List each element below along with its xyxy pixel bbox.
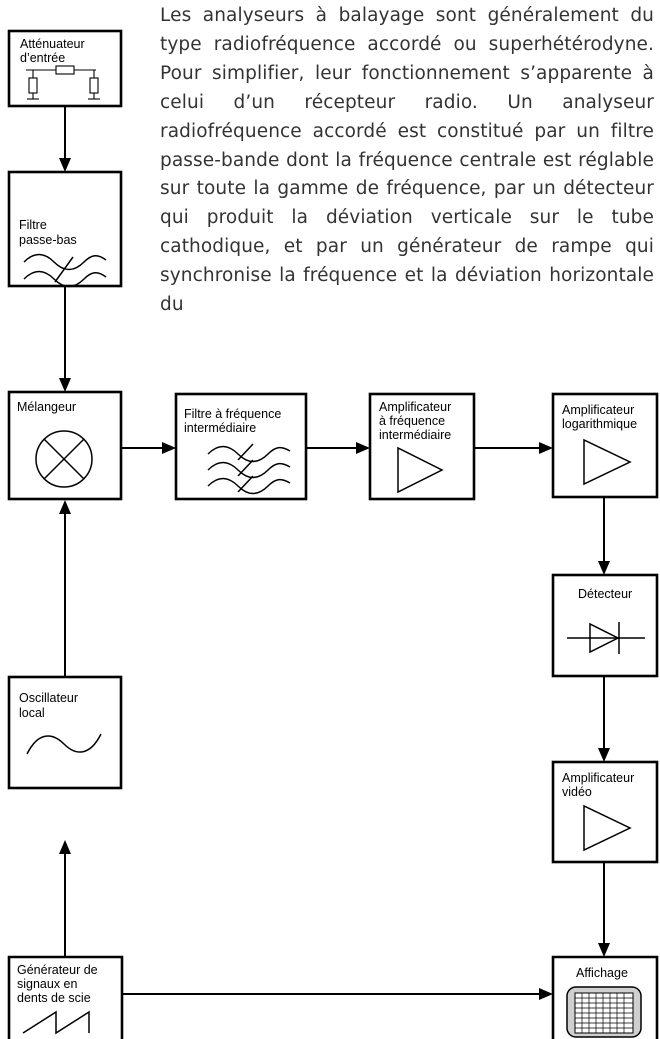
block-label: Atténuateur — [20, 37, 85, 51]
block-frame — [7, 29, 123, 108]
block-label: à fréquence — [379, 414, 445, 428]
amplifier-triangle-icon — [583, 438, 632, 486]
block-label: local — [19, 706, 45, 720]
diode-icon — [567, 622, 645, 654]
block-label: intermédiaire — [379, 428, 451, 442]
amplifier-triangle-icon — [397, 446, 444, 494]
block-sawtooth-generator: Générateur de signaux en dents de scie — [7, 955, 124, 1039]
block-label: Oscillateur — [19, 691, 78, 705]
block-frame — [551, 573, 659, 678]
block-label: intermédiaire — [184, 421, 256, 435]
sawtooth-wave-icon — [22, 1010, 90, 1035]
block-label: dents de scie — [17, 991, 91, 1005]
block-frame — [551, 392, 659, 499]
block-label: Générateur de — [17, 963, 98, 977]
block-label: Détecteur — [578, 587, 632, 601]
mixer-cross-circle-icon — [35, 430, 93, 488]
arrowhead — [356, 442, 370, 454]
block-label: passe-bas — [19, 233, 77, 247]
arrowhead — [539, 988, 553, 1000]
block-frame — [368, 392, 476, 501]
block-frame — [7, 675, 123, 790]
filter-wave-icon — [207, 443, 291, 495]
block-label: Filtre à fréquence — [184, 407, 281, 421]
block-label: vidéo — [562, 785, 592, 799]
resistor-network-icon — [26, 65, 100, 100]
arrowhead — [598, 943, 610, 957]
screen-grid-icon — [566, 986, 642, 1038]
block-frame — [551, 760, 659, 864]
block-label: Amplificateur — [379, 400, 451, 414]
block-label: signaux en — [17, 977, 78, 991]
block-attenuator: Atténuateur d’entrée — [7, 29, 123, 108]
block-frame — [7, 390, 123, 501]
block-label: Mélangeur — [17, 400, 76, 414]
block-mixer: Mélangeur — [7, 390, 123, 501]
arrowhead — [59, 500, 71, 514]
block-label: Affichage — [576, 966, 628, 980]
block-video-amplifier: Amplificateur vidéo — [551, 760, 659, 864]
filter-wave-icon — [23, 253, 107, 288]
block-label: Amplificateur — [562, 771, 634, 785]
block-label: Amplificateur — [562, 403, 634, 417]
block-label: Filtre — [19, 218, 47, 232]
block-display: Affichage — [551, 955, 659, 1039]
arrowhead — [59, 378, 71, 392]
block-frame — [174, 392, 308, 501]
block-if-amplifier: Amplificateur à fréquence intermédiaire — [368, 392, 476, 501]
block-local-oscillator: Oscillateur local — [7, 675, 123, 790]
body-paragraph: Les analyseurs à balayage sont généralem… — [160, 5, 654, 316]
block-frame — [7, 955, 124, 1039]
connection-arrows — [59, 106, 610, 1000]
arrowhead — [59, 840, 71, 854]
arrowhead — [59, 158, 71, 172]
block-if-filter: Filtre à fréquence intermédiaire — [174, 392, 308, 501]
arrowhead — [598, 748, 610, 762]
arrowhead — [598, 561, 610, 575]
block-detector: Détecteur — [551, 573, 659, 678]
amplifier-triangle-icon — [583, 804, 632, 852]
arrowhead — [162, 442, 176, 454]
block-label: logarithmique — [562, 417, 637, 431]
block-label: d’entrée — [20, 51, 65, 65]
block-lowpass-filter: Filtre passe-bas — [7, 170, 123, 288]
arrowhead — [539, 442, 553, 454]
sine-wave-icon — [26, 733, 102, 755]
block-log-amplifier: Amplificateur logarithmique — [551, 392, 659, 499]
